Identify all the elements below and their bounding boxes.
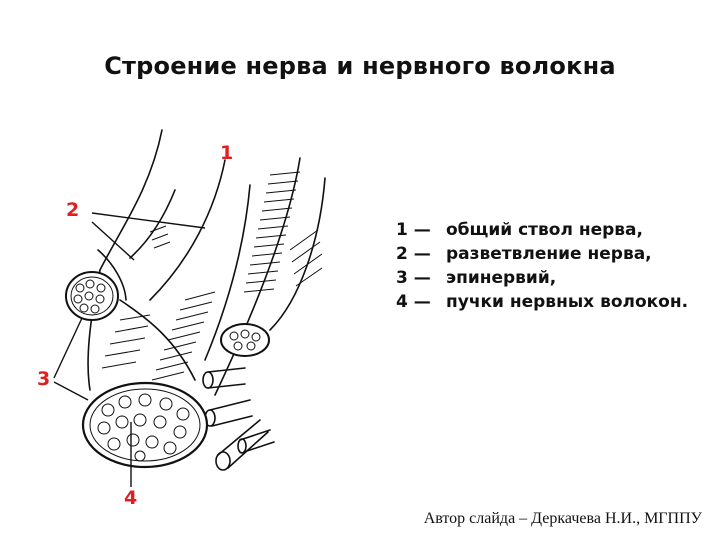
legend-text: общий ствол нерва, xyxy=(446,220,643,240)
leader-line-1 xyxy=(91,212,206,229)
legend-item: 1 — общий ствол нерва, xyxy=(396,218,696,242)
trunk-outline-mid xyxy=(149,159,226,301)
legend-key: 4 — xyxy=(396,292,431,312)
leader-line-3b xyxy=(53,381,89,401)
legend-item: 3 — эпинервий, xyxy=(396,266,696,290)
trunk-cross-section xyxy=(81,381,209,469)
legend-text: пучки нервных волокон. xyxy=(446,292,689,312)
branch-cross-section xyxy=(65,271,119,321)
branch-outline xyxy=(97,249,127,301)
trunk-outline-back xyxy=(269,177,326,331)
secondary-cross-section xyxy=(220,323,270,357)
trunk-outline-left xyxy=(99,129,163,271)
legend-key: 1 — xyxy=(396,220,431,240)
callout-3: 3 xyxy=(37,368,51,390)
legend-item: 4 — пучки нервных волокон. xyxy=(396,290,696,314)
callout-2: 2 xyxy=(66,199,80,221)
legend-key: 3 — xyxy=(396,268,431,288)
leader-line-2 xyxy=(91,221,135,261)
callout-4: 4 xyxy=(124,487,138,509)
legend: 1 — общий ствол нерва, 2 — разветвление … xyxy=(396,218,696,314)
slide-credit: Автор слайда – Деркачева Н.И., МГППУ xyxy=(423,510,702,527)
epineurium-hatching xyxy=(101,171,323,381)
trunk-outline-right xyxy=(214,157,301,396)
slide-title: Строение нерва и нервного волокна xyxy=(104,52,616,80)
vessel-tube xyxy=(207,367,246,389)
legend-text: эпинервий, xyxy=(446,268,557,288)
leader-lines xyxy=(53,212,206,487)
leader-line-3a xyxy=(53,317,83,379)
callout-1: 1 xyxy=(220,142,234,164)
legend-item: 2 — разветвление нерва, xyxy=(396,242,696,266)
nerve-fiber-bundles xyxy=(97,393,190,462)
legend-text: разветвление нерва, xyxy=(446,244,652,264)
legend-key: 2 — xyxy=(396,244,431,264)
